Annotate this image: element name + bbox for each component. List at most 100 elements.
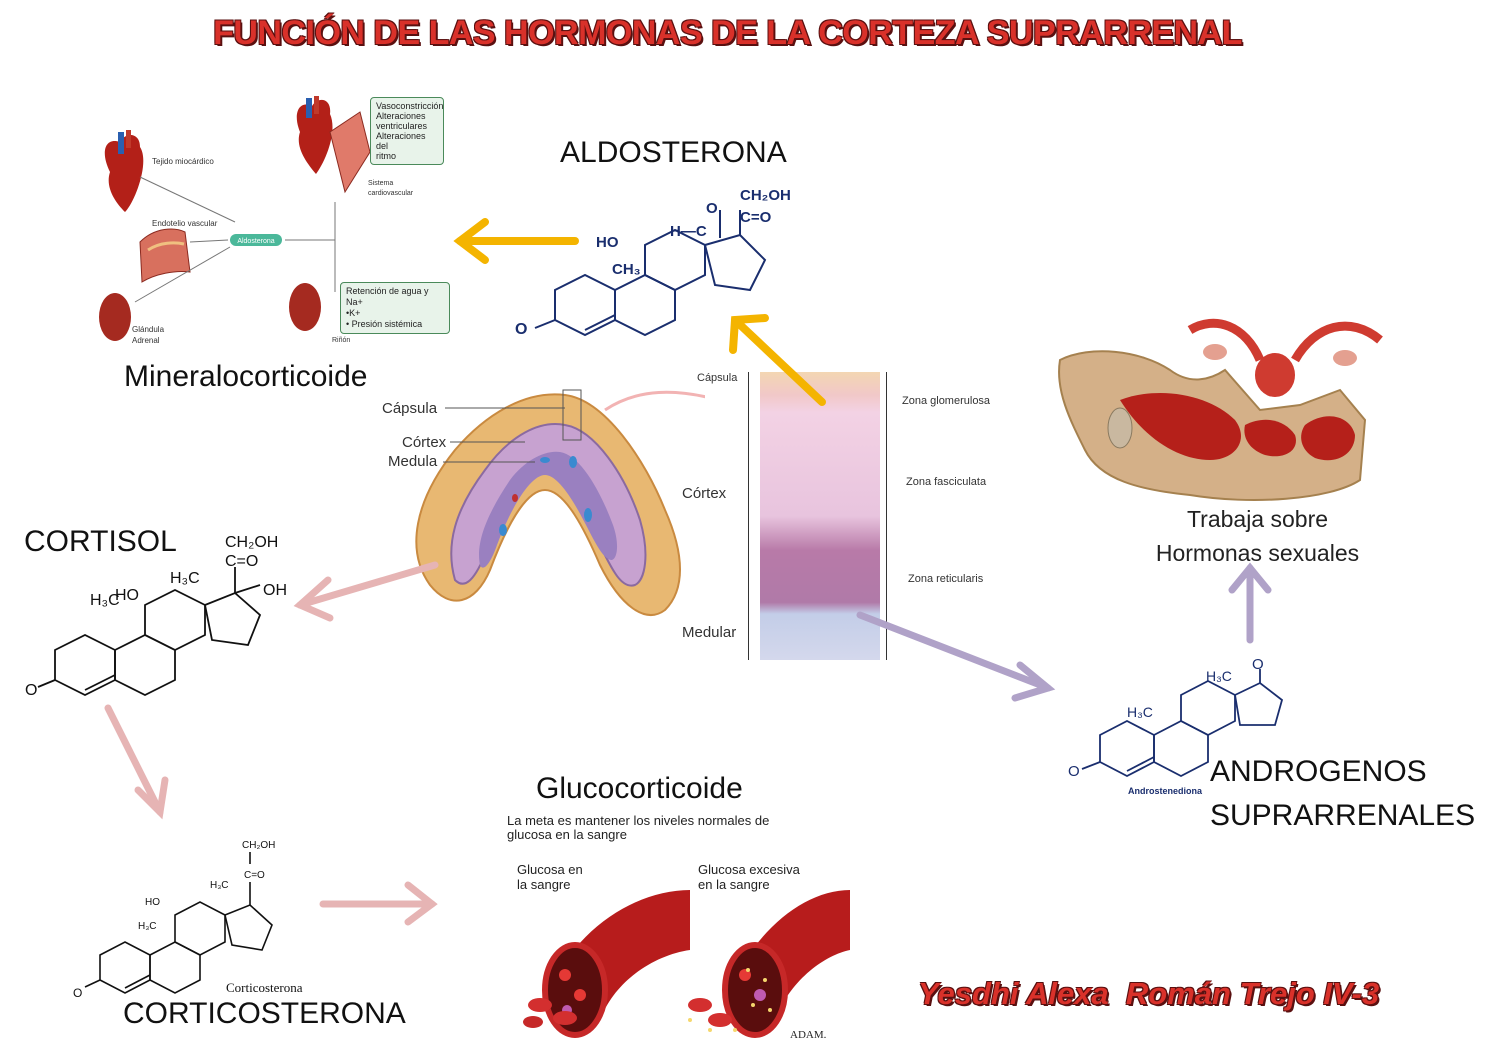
cv-box-line: ventriculares: [376, 121, 428, 131]
arrow-to-aldosterona: [729, 314, 826, 406]
renal-box-line: •K+: [346, 308, 361, 318]
gland-cortex-label: Córtex: [402, 434, 447, 451]
mineralocorticoide-label: Mineralocorticoide: [124, 360, 368, 393]
gland-medula-label: Medula: [388, 453, 438, 470]
vessel-normal: [523, 890, 690, 1038]
author-credit: Yesdhi Alexa Román Trejo IV-3: [918, 976, 1380, 1011]
vessel-excess: [688, 890, 850, 1038]
gluco-excess-label: Glucosa excesiva en la sangre: [698, 862, 800, 892]
adrenal-gland-illustration: [415, 389, 705, 616]
mineral-arrows: [134, 176, 336, 303]
cort-h3c: H₃C: [90, 592, 120, 609]
cort-ch2oh: CH₂OH: [225, 534, 278, 551]
sistema-label-1: Sistema: [368, 180, 393, 187]
heart-icon: [296, 96, 371, 194]
gluco-excess-line-2: en la sangre: [698, 877, 770, 892]
aldosterona-structure: O HO CH₃ H—C O CH₂OH C=O: [515, 187, 791, 338]
zona-reticularis-label: Zona reticularis: [908, 573, 984, 585]
histology-bracket: [748, 372, 749, 660]
corticosterona-structure: O H₃C HO H₃C CH₂OH C=O Corticosterona: [73, 840, 303, 1000]
ccs-co: C=O: [244, 870, 265, 881]
ccs-h3c: H₃C: [138, 921, 157, 932]
sexuales-line-1: Trabaja sobre: [1186, 506, 1329, 532]
and-keto: O: [1068, 763, 1080, 780]
hist-medular-label: Medular: [682, 624, 737, 641]
hist-capsula-label: Cápsula: [697, 372, 738, 384]
corticosterona-label: CORTICOSTERONA: [123, 997, 406, 1030]
blood-vessels-illustration: ADAM.: [523, 890, 850, 1040]
androgenos-label: ANDROGENOS SUPRARRENALES: [1210, 750, 1475, 838]
aldosterona-label: ALDOSTERONA: [560, 136, 787, 169]
sexuales-caption: Trabaja sobre Hormonas sexuales: [1120, 502, 1395, 570]
renal-box: Retención de agua y Na+ •K+ • Presión si…: [340, 282, 450, 334]
cortisol-structure: O H₃C HO H₃C CH₂OH C=O OH: [25, 534, 287, 699]
tejido-label: Tejido miocárdico: [152, 157, 214, 166]
heart-icon: [104, 130, 144, 212]
and-o: O: [1252, 656, 1264, 673]
ccs-ho: HO: [145, 897, 160, 908]
arrow-to-corticosterona: [104, 704, 169, 820]
gluco-normal-line-2: la sangre: [517, 877, 571, 892]
ald-o: O: [706, 200, 718, 217]
arrow-to-sexuales: [1228, 562, 1272, 644]
endotelio-label: Endotelio vascular: [152, 219, 218, 228]
cardiovascular-box: Vasoconstricción Alteraciones ventricula…: [370, 97, 444, 165]
ccs-h3c-top: H₃C: [210, 880, 229, 891]
sistema-label-2: cardiovascular: [368, 190, 414, 197]
gluco-goal-line-1: La meta es mantener los niveles normales…: [507, 813, 770, 828]
ald-ho: HO: [596, 234, 619, 251]
cortisol-label: CORTISOL: [24, 525, 177, 558]
renal-box-line: Retención de agua y Na+: [346, 286, 429, 307]
gluco-normal-line-1: Glucosa en: [517, 862, 583, 877]
cort-h3c-top: H₃C: [170, 570, 200, 587]
sexuales-line-2: Hormonas sexuales: [1155, 540, 1360, 566]
zoom-connector: [604, 390, 705, 412]
gluco-goal-text: La meta es mantener los niveles normales…: [507, 814, 769, 842]
ald-co: C=O: [740, 209, 772, 226]
ccs-name: Corticosterona: [226, 980, 303, 995]
cv-box-line: Alteraciones: [376, 111, 426, 121]
cort-oh: OH: [263, 582, 287, 599]
cort-keto: O: [25, 682, 37, 699]
ald-ch2oh: CH₂OH: [740, 187, 791, 204]
rinon-label: Riñón: [332, 337, 350, 344]
androgenos-line-1: ANDROGENOS: [1210, 755, 1427, 788]
cv-box-line: Vasoconstricción: [376, 101, 444, 111]
and-name: Androstenediona: [1128, 786, 1203, 796]
mineral-svg: Aldosterona Tejido miocárdico Endotelio …: [99, 96, 414, 345]
glandula-label-2: Adrenal: [132, 336, 160, 345]
arrow-to-mineral: [453, 218, 579, 264]
cv-box-line: Alteraciones del: [376, 131, 426, 151]
gluco-goal-line-2: glucosa en la sangre: [507, 827, 627, 842]
ald-ch3: CH₃: [612, 261, 641, 278]
kidney-icon: [99, 283, 321, 341]
blood-vessel-icon: [139, 228, 191, 283]
reproductive-organs-illustration: [1058, 318, 1383, 501]
mineralocorticoid-diagram: Aldosterona Tejido miocárdico Endotelio …: [80, 92, 460, 352]
arrow-to-androgenos: [856, 611, 1056, 702]
ccs-ch2oh: CH₂OH: [242, 840, 275, 851]
gluco-normal-label: Glucosa en la sangre: [517, 862, 583, 892]
zona-glomerulosa-label: Zona glomerulosa: [902, 395, 991, 407]
ccs-keto: O: [73, 986, 82, 1000]
gluco-excess-line-1: Glucosa excesiva: [698, 862, 800, 877]
cv-box-line: ritmo: [376, 151, 396, 161]
histology-bracket: [886, 372, 887, 660]
zona-fasciculata-label: Zona fasciculata: [906, 476, 987, 488]
cort-ho: HO: [115, 587, 139, 604]
arrow-to-glucocorticoide: [319, 881, 438, 926]
ald-keto: O: [515, 321, 527, 338]
aldosterona-pill: [230, 234, 282, 246]
and-h3c-top: H₃C: [1206, 668, 1232, 684]
cort-co: C=O: [225, 553, 258, 570]
arrow-to-cortisol: [293, 561, 439, 622]
androstenediona-structure: O H₃C H₃C O Androstenediona: [1068, 656, 1284, 796]
ald-hc: H—C: [670, 223, 707, 240]
hist-cortex-label: Córtex: [682, 485, 727, 502]
aldosterona-pill-label: Aldosterona: [237, 238, 274, 245]
androgenos-line-2: SUPRARRENALES: [1210, 799, 1476, 832]
glucocorticoide-label: Glucocorticoide: [536, 772, 743, 805]
adam-logo: ADAM.: [790, 1029, 827, 1040]
page-title: FUNCIÓN DE LAS HORMONAS DE LA CORTEZA SU…: [213, 14, 1242, 52]
